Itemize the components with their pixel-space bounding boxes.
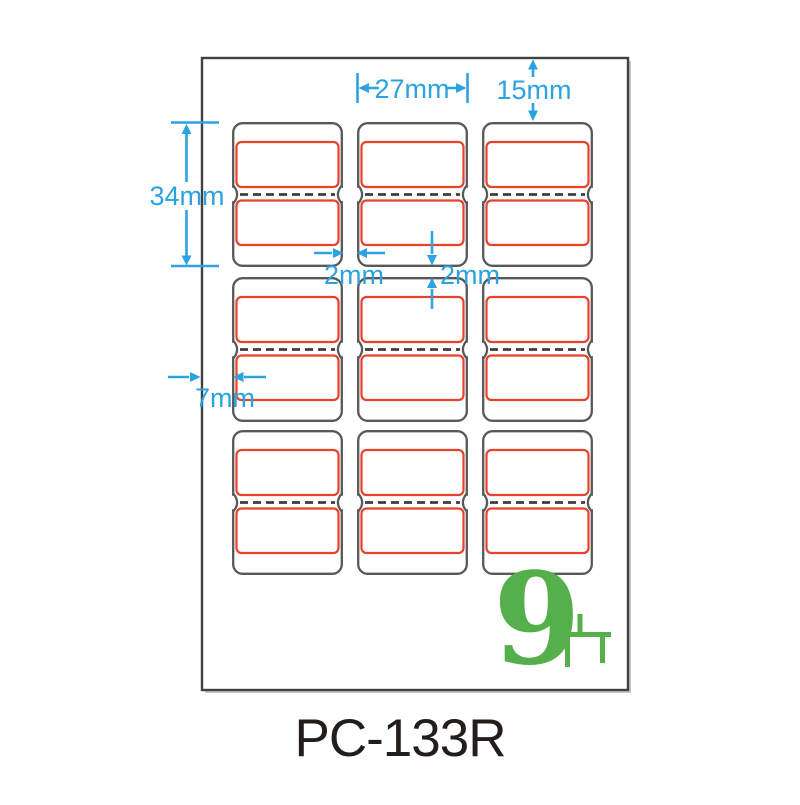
dimension-row-gap: 2mm	[427, 231, 500, 309]
dimension-label-width: 27mm	[356, 73, 469, 104]
dimension-top-margin-text: 15mm	[496, 75, 571, 105]
label-block	[224, 121, 351, 268]
dimension-left-margin: 7mm	[168, 372, 266, 413]
product-code: PC-133R	[295, 709, 506, 768]
label-grid	[224, 121, 600, 576]
dimension-block-height: 34mm	[149, 121, 225, 268]
dimension-left-margin-text: 7mm	[195, 383, 255, 413]
dimension-column-gap-text: 2mm	[324, 260, 384, 290]
quantity-unit-glyph	[565, 614, 611, 667]
label-block	[224, 429, 351, 576]
dimension-row-gap-text: 2mm	[440, 260, 500, 290]
label-block	[349, 276, 476, 423]
label-block	[474, 276, 600, 423]
label-block	[349, 429, 476, 576]
dimension-top-margin: 15mm	[496, 59, 572, 121]
label-block	[349, 121, 476, 268]
dimension-annotations: 27mm 15mm 34mm 2mm	[149, 59, 572, 413]
dimension-block-height-text: 34mm	[149, 181, 224, 211]
dimension-column-gap: 2mm	[314, 248, 385, 290]
dimension-label-width-text: 27mm	[374, 74, 449, 104]
label-block	[474, 121, 600, 268]
